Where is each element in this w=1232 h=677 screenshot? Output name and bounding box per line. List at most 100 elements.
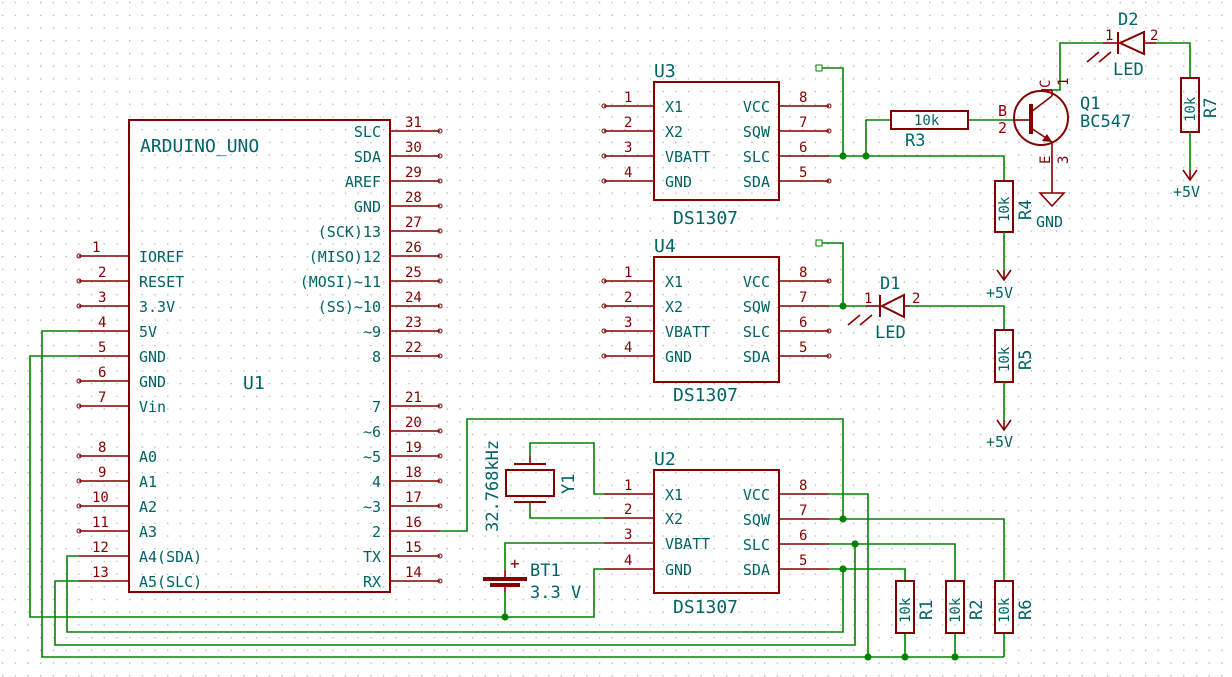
pin-d12: 26 (MISO)12 (309, 240, 443, 266)
resistor-r3: 10k R3 (890, 110, 969, 151)
svg-text:X2: X2 (665, 298, 683, 316)
svg-text:25: 25 (405, 265, 422, 281)
svg-text:SQW: SQW (743, 123, 771, 141)
svg-text:A4(SDA): A4(SDA) (139, 548, 202, 566)
ds1307-u2: U2 DS1307 1 2 3 4 8 7 6 5 X1 X2 VBATT GN… (604, 449, 829, 618)
resistor-r7: 10k R7 (1180, 77, 1221, 170)
svg-text:11: 11 (92, 515, 109, 531)
svg-text:4: 4 (98, 315, 106, 331)
svg-text:(MISO)12: (MISO)12 (309, 248, 381, 266)
svg-text:1: 1 (92, 240, 100, 256)
svg-text:14: 14 (405, 565, 422, 581)
svg-text:5: 5 (98, 340, 106, 356)
svg-text:8: 8 (799, 478, 807, 494)
svg-text:GND: GND (665, 561, 692, 579)
svg-text:R6: R6 (1016, 600, 1036, 620)
power-5v-r5: +5V (986, 419, 1013, 451)
svg-text:SLC: SLC (354, 123, 381, 141)
svg-text:RX: RX (363, 573, 381, 591)
power-5v-r4: +5V (986, 269, 1013, 302)
svg-text:DS1307: DS1307 (673, 208, 738, 229)
svg-text:LED: LED (875, 323, 906, 343)
pin-d3: 17~3 (363, 490, 443, 516)
svg-text:3.3V: 3.3V (139, 298, 175, 316)
crystal-value: 32.768kHz (483, 440, 503, 532)
svg-text:~3: ~3 (363, 498, 381, 516)
svg-text:7: 7 (98, 390, 106, 406)
svg-text:RESET: RESET (139, 273, 184, 291)
svg-text:15: 15 (405, 540, 422, 556)
svg-text:7: 7 (372, 398, 381, 416)
svg-text:A2: A2 (139, 498, 157, 516)
svg-text:U3: U3 (654, 61, 676, 82)
svg-text:A5(SLC): A5(SLC) (139, 573, 202, 591)
svg-text:SDA: SDA (743, 173, 770, 191)
svg-text:1: 1 (1105, 28, 1113, 44)
svg-text:6: 6 (799, 528, 807, 544)
svg-text:VBATT: VBATT (665, 148, 710, 166)
q1-pin1: 1 (1056, 78, 1072, 86)
svg-text:10: 10 (92, 490, 109, 506)
svg-text:19: 19 (405, 440, 422, 456)
svg-text:DS1307: DS1307 (673, 597, 738, 618)
svg-text:8: 8 (372, 348, 381, 366)
svg-text:1: 1 (864, 291, 872, 307)
svg-text:2: 2 (372, 523, 381, 541)
svg-text:12: 12 (92, 540, 109, 556)
svg-text:8: 8 (799, 90, 807, 106)
resistor-r2: 10k R2 (945, 580, 987, 634)
svg-text:SDA: SDA (743, 561, 770, 579)
svg-text:AREF: AREF (345, 173, 381, 191)
resistor-r6: 10k R6 (994, 580, 1036, 634)
svg-text:3: 3 (624, 140, 632, 156)
svg-text:VBATT: VBATT (665, 323, 710, 341)
svg-text:GND: GND (1036, 213, 1063, 231)
svg-text:10k: 10k (997, 346, 1013, 372)
test-point-u3 (815, 64, 823, 72)
pin-d10: 24(SS)~10 (318, 290, 443, 316)
svg-text:2: 2 (98, 265, 106, 281)
svg-text:5: 5 (799, 553, 807, 569)
pin-d4: 184 (372, 465, 443, 491)
svg-text:31: 31 (405, 115, 422, 131)
svg-text:9: 9 (98, 465, 106, 481)
led-d2: 1 2 D2 LED (1086, 10, 1158, 80)
svg-text:18: 18 (405, 465, 422, 481)
svg-text:SLC: SLC (743, 148, 770, 166)
svg-text:5V: 5V (139, 323, 157, 341)
svg-text:1: 1 (624, 265, 632, 281)
svg-text:X1: X1 (665, 486, 683, 504)
q1-pin2: 2 (998, 119, 1007, 137)
svg-text:10k: 10k (914, 113, 940, 129)
svg-text:X1: X1 (665, 98, 683, 116)
svg-text:GND: GND (665, 173, 692, 191)
svg-text:A3: A3 (139, 523, 157, 541)
svg-text:6: 6 (98, 365, 106, 381)
crystal-y1: 32.768kHz Y1 (483, 440, 579, 532)
svg-text:SQW: SQW (743, 511, 771, 529)
svg-text:23: 23 (405, 315, 422, 331)
svg-text:26: 26 (405, 240, 422, 256)
pin-d13: 27(SCK)13 (318, 215, 443, 241)
transistor-q1: B 2 C 1 E 3 Q1 BC547 (998, 78, 1131, 170)
pin-d2: 162 (372, 515, 440, 541)
svg-text:R2: R2 (967, 600, 987, 620)
svg-text:8: 8 (799, 265, 807, 281)
svg-text:A1: A1 (139, 473, 157, 491)
svg-text:U4: U4 (654, 236, 676, 257)
q1-base-label: B (998, 102, 1007, 120)
svg-text:10k: 10k (898, 597, 914, 623)
svg-text:5: 5 (799, 165, 807, 181)
svg-text:X2: X2 (665, 510, 683, 528)
